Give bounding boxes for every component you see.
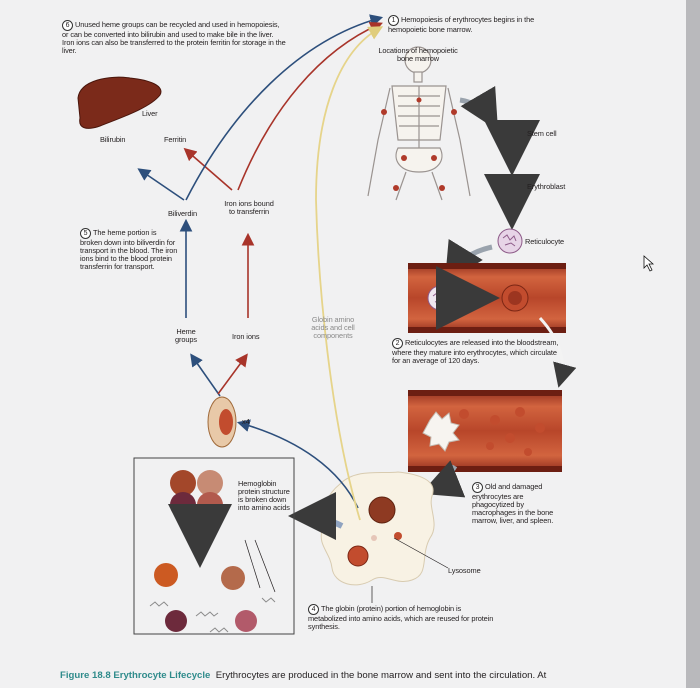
biliverdin-label: Biliverdin <box>168 209 197 218</box>
stem-cell-label: Stem cell <box>527 129 557 138</box>
hemoglobin-molecule <box>170 470 223 518</box>
liver-label: Liver <box>142 109 158 118</box>
macrophage-illustration <box>320 471 435 586</box>
liver-illustration <box>77 76 162 129</box>
reticulocyte-cell <box>497 228 523 254</box>
stem-cell <box>500 120 524 144</box>
hemoglobin-box <box>133 457 295 635</box>
skeleton-illustration <box>367 46 471 201</box>
arrow-recycle-heme <box>185 14 384 201</box>
arrow-to-stem <box>459 86 499 131</box>
iron-transferrin-label: Iron ions bound to transferrin <box>224 199 274 216</box>
caption-text: Erythrocytes are produced in the bone ma… <box>215 670 547 681</box>
figure-number: Figure 18.8 Erythrocyte Lifecycle <box>60 670 211 681</box>
mouse-cursor-icon <box>643 255 655 272</box>
page-edge <box>686 0 700 688</box>
x4-label: x4 <box>242 417 250 426</box>
globin-label: Globin amino acids and cell components <box>311 315 355 340</box>
lysosome-label: Lysosome <box>448 566 481 575</box>
marrow-spots <box>381 97 457 191</box>
lysosome-pointer <box>393 537 449 569</box>
ferritin-label: Ferritin <box>164 135 187 144</box>
bilirubin-label: Bilirubin <box>100 135 126 144</box>
erythroblast-label: Erythroblast <box>527 182 566 191</box>
arrow-globin-recycle <box>315 26 384 521</box>
reticulocyte-label: Reticulocyte <box>525 237 565 246</box>
arrow-macrophage-to-heme <box>236 419 359 509</box>
hemoglobin-label: Hemoglobin protein structure is broken d… <box>238 479 290 512</box>
heme-groups-label: Heme groups <box>175 327 197 344</box>
figure-caption: Figure 18.8 Erythrocyte Lifecycle Erythr… <box>60 670 546 681</box>
locations-label: Locations of hemopoietic bone marrow <box>378 46 458 63</box>
iron-ions-label: Iron ions <box>232 332 260 341</box>
